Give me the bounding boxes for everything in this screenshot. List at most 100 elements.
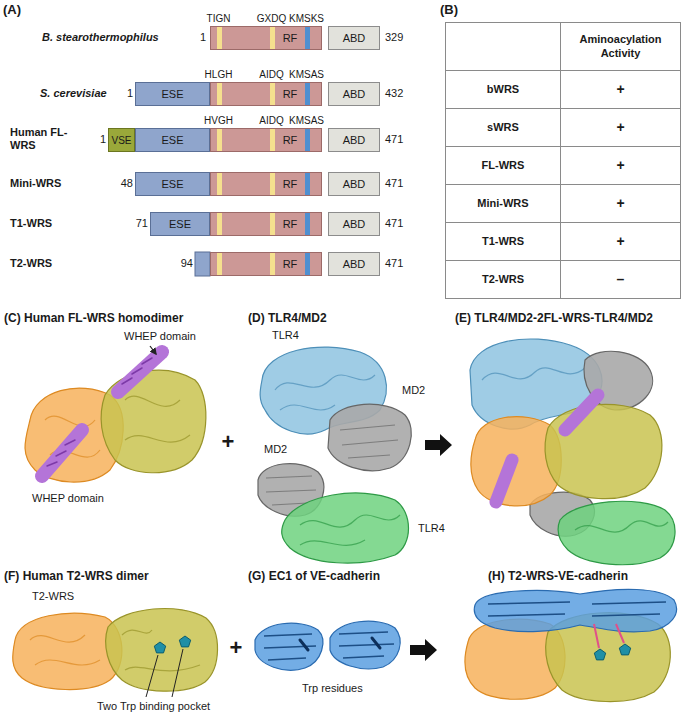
residue-number: 1 [200,31,206,44]
callout-label: TLR4 [270,329,301,342]
motif-band [305,173,310,195]
domain-name: ESE [161,88,183,100]
table-grid [446,23,681,299]
panel-title: (F) Human T2-WRS dimer [4,569,149,583]
ve-cadherin-ec1 [474,589,676,631]
ese-domain-box: ESE [135,128,210,152]
callout-label: T2-WRS [30,590,76,603]
trp-binding-pocket [179,636,190,647]
table-cell: bWRS [446,71,560,108]
residue-number: 329 [385,31,403,44]
trp-residue [300,638,380,650]
motif-band [305,253,310,275]
domain-name: RF [283,213,298,235]
table-cell: sWRS [446,109,560,146]
callout-label: TLR4 [416,522,447,535]
ese-fragment [195,252,210,276]
residue-number: 94 [181,257,193,270]
domain-name: RF [283,253,298,275]
species-label: B. stearothermophilus [42,31,159,44]
trp-binding-pocket [154,636,190,653]
callout-label: WHEP domain [122,330,198,343]
motif-band [270,213,275,235]
md2-protein [266,476,316,505]
table-grid [446,146,681,147]
abd-domain-box: ABD [328,82,380,106]
residue-number: 1 [127,87,133,100]
wrs-protomer-orange [13,613,122,689]
motif-band [270,129,275,151]
domain-name: ESE [169,218,191,230]
table-cell: T1-WRS [446,223,560,260]
abd-domain-box: ABD [328,26,380,50]
domain-name: ESE [161,178,183,190]
table-grid [446,70,681,71]
motif-label: KMSAS [289,115,324,127]
trp-binding-pocket [619,644,630,655]
motif-label: KMSKS [289,13,324,25]
callout-label: MD2 [400,384,427,397]
panel-title: (D) TLR4/MD2 [248,311,327,325]
table-grid [446,222,681,223]
table-cell: + [561,109,680,146]
motif-band [270,27,275,49]
leader-line [172,649,183,697]
domain-name: ABD [343,218,366,230]
domain-name: ABD [343,178,366,190]
ese-domain-box: ESE [135,172,210,196]
motif-label: AIDQ [259,115,283,127]
panel-title: (H) T2-WRS-VE-cadherin [488,569,628,583]
table-grid [446,108,681,109]
motif-label: TIGN [207,13,231,25]
motif-band [270,173,275,195]
motif-band [217,129,222,151]
panel-title: (C) Human FL-WRS homodimer [4,311,183,325]
wrs-protomer-olive [545,404,662,498]
table-cell: + [561,185,680,222]
motif-band [270,83,275,105]
residue-number: 1 [100,133,106,146]
leader-line [146,649,183,697]
tlr4-ectodomain [558,501,675,564]
table-grid [560,23,561,299]
domain-name: VSE [111,135,131,146]
domain-name: ABD [343,134,366,146]
trp-binding-pocket [154,642,165,653]
domain-name: ESE [161,134,183,146]
motif-label: AIDQ [259,69,283,81]
domain-name: ABD [343,32,366,44]
motif-band [217,213,222,235]
ve-cadherin-ec1 [255,621,400,670]
trp-binding-pocket [594,649,605,660]
rf-domain-box: RF [210,212,322,236]
whep-helix [47,440,75,466]
whep-helix [118,352,162,392]
motif-label: KMSAS [289,69,324,81]
table-cell: T2-WRS [446,261,560,298]
domain-name: ABD [343,258,366,270]
residue-number: 432 [385,87,403,100]
abd-domain-box: ABD [328,252,380,276]
tlr4-ectodomain [558,501,675,564]
whep-helix [496,395,598,502]
motif-band [217,253,222,275]
ese-domain-box: ESE [135,82,210,106]
residue-number: 71 [136,217,148,230]
vse-domain-box: VSE [108,128,135,152]
leader-line [150,346,156,354]
trp-insertion [616,624,624,643]
ve-cadherin-ec1 [488,602,666,616]
tlr4-ectodomain [482,368,585,380]
wrs-protomer-olive [545,404,662,498]
motif-label: HVGH [204,115,233,127]
motif-band [305,213,310,235]
rf-domain-box: RF [210,172,322,196]
table-cell: + [561,71,680,108]
whep-helix [122,358,152,384]
trp-insertion [594,624,624,648]
trp-binding-pocket [594,644,630,660]
construct-label: T2-WRS [10,257,52,270]
table-grid [446,184,681,185]
